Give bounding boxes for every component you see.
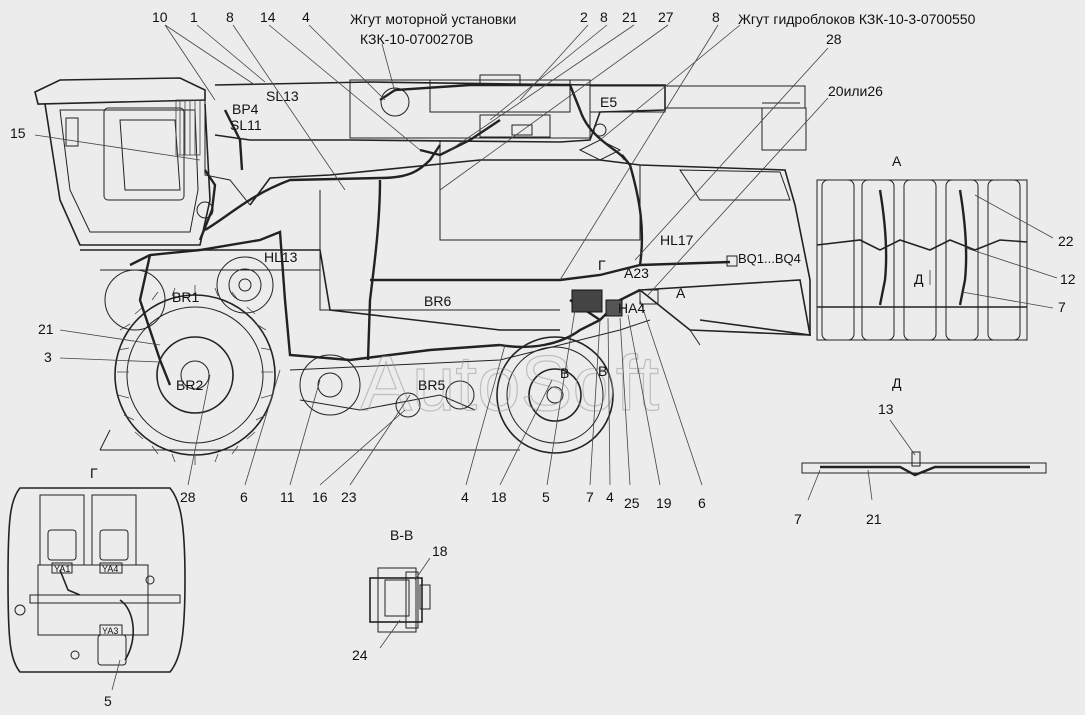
callout-8b: 8 (600, 9, 608, 25)
label-a-marker: А (676, 285, 686, 301)
label-br6: BR6 (424, 293, 451, 309)
callout-28-top: 28 (826, 31, 842, 47)
callout-11: 11 (280, 489, 295, 505)
label-a23: A23 (624, 265, 649, 281)
callout-18: 18 (491, 489, 507, 505)
callout-6-left: 6 (240, 489, 248, 505)
view-d-callout-13: 13 (878, 401, 894, 417)
callout-21: 21 (622, 9, 638, 25)
callout-4: 4 (302, 9, 310, 25)
callout-14: 14 (260, 9, 276, 25)
callout-19: 19 (656, 495, 672, 511)
label-b-1: B (560, 365, 569, 381)
engine-harness-label-line2: КЗК-10-0700270В (360, 31, 473, 47)
label-sl13: SL13 (266, 88, 299, 104)
view-g-callout-5: 5 (104, 693, 112, 709)
callout-10: 10 (152, 9, 168, 25)
callout-5-bottom: 5 (542, 489, 550, 505)
view-vv-callout-24: 24 (352, 647, 368, 663)
callout-3: 3 (44, 349, 52, 365)
callout-2: 2 (580, 9, 588, 25)
callout-8c: 8 (712, 9, 720, 25)
view-a-callout-7: 7 (1058, 299, 1066, 315)
label-g-marker: Г (598, 257, 606, 273)
leader-lines (34, 24, 829, 486)
callout-28-bottom: 28 (180, 489, 196, 505)
view-a-callout-12: 12 (1060, 271, 1076, 287)
callout-15: 15 (10, 125, 26, 141)
view-d-callout-21: 21 (866, 511, 882, 527)
view-a-d-arrow: Д (914, 271, 924, 287)
callout-25: 25 (624, 495, 640, 511)
label-br2: BR2 (176, 377, 203, 393)
view-vv-title: В-В (390, 527, 413, 543)
view-a-callout-22: 22 (1058, 233, 1074, 249)
view-d: Д 13 7 21 (794, 375, 1047, 527)
label-hl13: HL13 (264, 249, 298, 265)
view-a: А Д 22 12 7 (816, 153, 1076, 341)
valve-ya4: YA4 (102, 564, 118, 574)
view-g: Г YA1 YA4 YA3 5 (7, 465, 186, 709)
valve-ya3: YA3 (102, 626, 118, 636)
callout-27: 27 (658, 9, 674, 25)
label-bq: BQ1...BQ4 (738, 251, 801, 266)
label-br1: BR1 (172, 289, 199, 305)
callout-4-bottom: 4 (461, 489, 469, 505)
callout-7-bottom: 7 (586, 489, 594, 505)
callout-6-right: 6 (698, 495, 706, 511)
callout-20-or-26: 20или26 (828, 83, 883, 99)
view-vv-callout-18: 18 (432, 543, 448, 559)
label-e5: E5 (600, 94, 617, 110)
view-g-title: Г (90, 465, 98, 481)
callout-4-bottom2: 4 (606, 489, 614, 505)
view-d-callout-7: 7 (794, 511, 802, 527)
callout-8: 8 (226, 9, 234, 25)
callout-16: 16 (312, 489, 328, 505)
hydro-harness-label: Жгут гидроблоков КЗК-10-3-0700550 (738, 11, 976, 27)
label-br5: BR5 (418, 377, 445, 393)
label-hl17: HL17 (660, 232, 694, 248)
label-bp4: BP4 (232, 101, 259, 117)
view-vv: В-В 18 24 (352, 527, 448, 663)
callout-1: 1 (190, 9, 198, 25)
engine-harness-label-line1: Жгут моторной установки (350, 11, 516, 27)
label-sl11: SL11 (230, 117, 262, 133)
callout-21-left: 21 (38, 321, 54, 337)
view-d-title: Д (892, 375, 902, 391)
valve-ya1: YA1 (54, 564, 70, 574)
callout-23: 23 (341, 489, 357, 505)
view-a-title: А (892, 153, 902, 169)
label-b-2: B (598, 363, 607, 379)
watermark-text: AutoSoft (360, 339, 660, 427)
label-ha4: HA4 (618, 300, 645, 316)
